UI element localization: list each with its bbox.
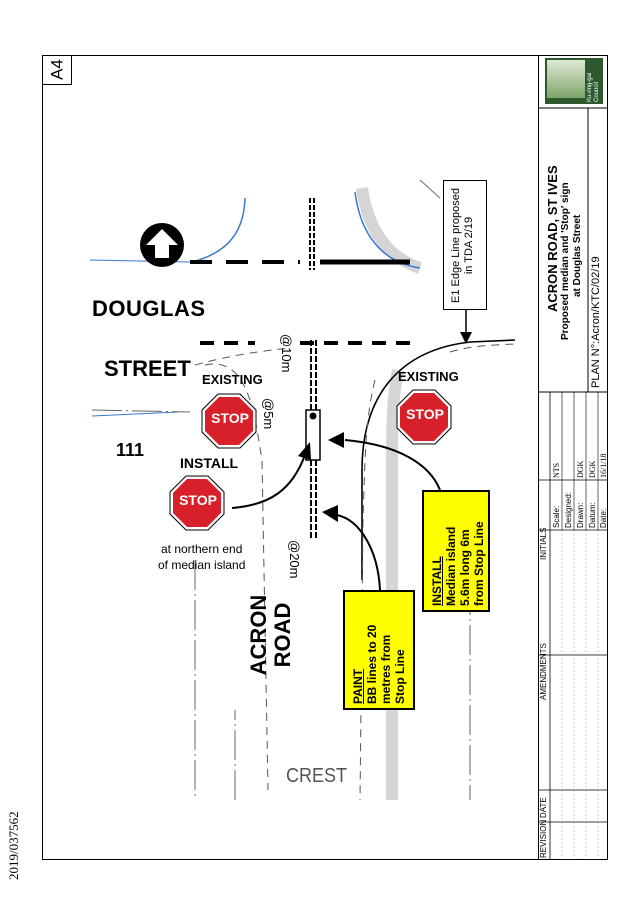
arrowhead-edge [460,332,472,344]
northern-end-line1: at northern end [160,542,243,556]
arrow-median-box [344,439,441,491]
kerb-top-left [191,197,246,263]
edge-line-note-box: E1 Edge Line proposed in TDA 2/19 [443,180,487,310]
median-sign-dot [309,412,317,420]
dashed-edge-right [449,343,516,353]
stop-text-install: STOP [179,492,217,508]
arrowhead-install-stop [298,442,311,460]
date-value: 16/1/18 [599,453,608,478]
existing-label-left: EXISTING [202,372,263,387]
paint-note-box: PAINT BB lines to 20 metres from Stop Li… [343,590,415,710]
stop-text-existing-right: STOP [406,406,444,422]
arrow-install-stop [231,454,306,509]
douglas-street-label-2: STREET [104,356,191,381]
stop-sign-existing-left [201,393,257,449]
header-amendments: AMENDMENTS [539,643,548,700]
drawing-subtitle-1: Proposed median and 'Stop' sign [560,182,571,340]
plan-number: PLAN N°:Acron/KTC/02/19 [590,256,602,388]
sheet-size-box: A4 [42,55,72,85]
crest-label: CREST [286,763,348,787]
kerb-top-right [354,191,421,269]
property-lines [91,409,471,800]
scale-value: NTS [552,462,561,478]
drawing-title: ACRON ROAD, ST IVES [545,165,560,312]
stop-sign-existing-right [396,389,452,445]
arrowhead-paint [322,505,338,522]
drawn-label: Drawn: [576,502,585,528]
datum-value: DGK [588,460,597,478]
verge-band-left [386,368,404,800]
arrow-paint-box [336,514,381,591]
douglas-street-label-1: DOUGLAS [92,296,206,321]
arrowhead-median [328,432,344,448]
centre-lines-north [309,198,315,270]
council-logo: Ku-ring-gai Council [545,58,603,104]
dashed-lip-top [194,347,291,366]
logo-text: Ku-ring-gai Council [587,73,601,102]
kerb-bottom-right [361,339,516,580]
north-arrow-icon [140,223,184,267]
scale-label: Scale: [552,505,561,528]
verge-band-top [356,187,423,274]
header-initials: INITIALS [539,527,548,560]
datum-label: Datum: [588,502,597,528]
dashed-lip-right [359,379,376,801]
kerb-top-right-grey [419,179,441,199]
logo-text-1: Ku-ring-gai [587,72,593,102]
stop-text-existing-left: STOP [211,410,249,426]
date-label: Date: [599,508,608,528]
stop-sign-install [169,475,225,531]
install-label: INSTALL [180,455,239,471]
logo-text-2: Council [594,81,600,102]
drawn-value: DGK [576,460,585,478]
existing-label-right: EXISTING [398,369,459,384]
drawing-subtitle-2: at Douglas Street [572,214,583,297]
header-date: DATE [539,797,548,818]
lot-number: 111 [116,440,145,460]
northern-end-note: at northern end of median island [158,541,245,573]
header-revision: REVISION [539,819,548,858]
dashed-lip-left [204,363,269,791]
install-note-box: INSTALL Median island 5.6m long 6m from … [422,490,490,612]
drawing-frame [42,55,608,860]
title-block [538,55,608,860]
designed-label: Designed: [564,491,573,528]
logo-image [547,60,585,98]
northern-end-line2: of median island [158,558,246,572]
